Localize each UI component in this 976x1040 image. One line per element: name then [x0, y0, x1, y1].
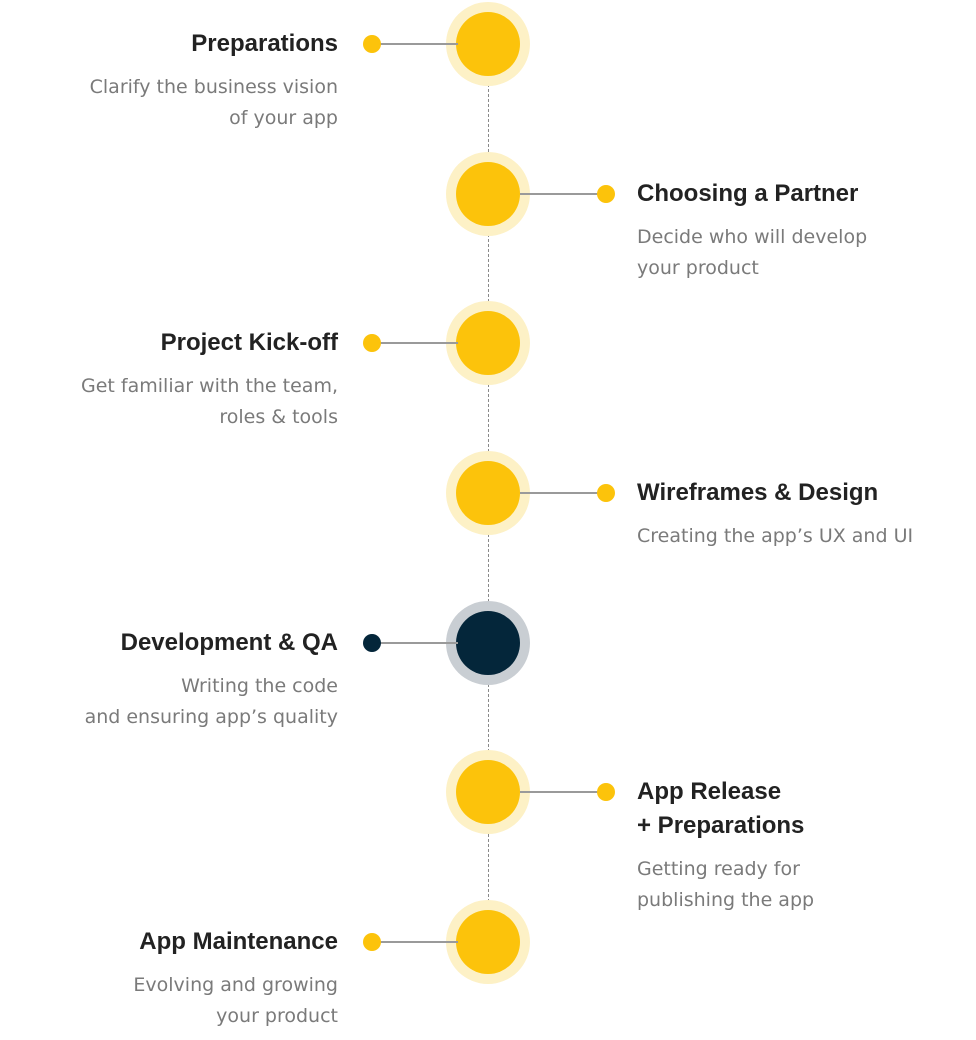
step-node: [456, 162, 520, 226]
step-description-line: and ensuring app’s quality: [84, 706, 338, 728]
step-title-line: + Preparations: [637, 812, 805, 839]
step-text: Choosing a Partner Decide who will devel…: [637, 177, 867, 284]
step-title-line: App Maintenance: [139, 928, 338, 955]
step-description-line: roles & tools: [219, 406, 338, 428]
step-dot: [597, 185, 615, 203]
step-connector: [520, 492, 608, 494]
step-title-line: Preparations: [191, 30, 338, 57]
step-node: [456, 311, 520, 375]
step-connector: [520, 791, 608, 793]
step-connector: [372, 342, 458, 344]
step-text: App Release + Preparations Getting ready…: [637, 775, 814, 916]
step-description-line: of your app: [229, 107, 338, 129]
step-connector: [372, 941, 458, 943]
step-title: Project Kick-off: [81, 326, 338, 360]
step-title-line: Wireframes & Design: [637, 479, 879, 506]
step-description-line: Clarify the business vision: [89, 76, 338, 98]
step-description-line: Writing the code: [181, 675, 338, 697]
step-description-line: Get familiar with the team,: [81, 375, 338, 397]
step-text: Wireframes & Design Creating the app’s U…: [637, 476, 913, 552]
step-description-line: Creating the app’s UX and UI: [637, 525, 914, 547]
step-title: App Maintenance: [133, 925, 338, 959]
step-description-line: Decide who will develop: [637, 226, 868, 248]
step-connector: [372, 642, 458, 644]
step-description: Clarify the business vision of your app: [90, 72, 338, 134]
step-description: Getting ready for publishing the app: [637, 854, 814, 916]
step-description-line: Evolving and growing: [133, 974, 338, 996]
step-node: [456, 760, 520, 824]
step-description-line: your product: [637, 257, 759, 279]
step-node: [456, 12, 520, 76]
step-description: Decide who will develop your product: [637, 222, 867, 284]
step-node: [456, 611, 520, 675]
step-title: Preparations: [90, 27, 338, 61]
step-text: Development & QA Writing the code and en…: [85, 626, 338, 733]
step-description: Evolving and growing your product: [133, 970, 338, 1032]
step-node: [456, 461, 520, 525]
step-dot: [597, 783, 615, 801]
step-dot: [363, 933, 381, 951]
step-title: Choosing a Partner: [637, 177, 867, 211]
step-text: Preparations Clarify the business vision…: [90, 27, 338, 134]
step-dot: [363, 334, 381, 352]
step-title: Wireframes & Design: [637, 476, 913, 510]
step-connector: [372, 43, 458, 45]
step-title-line: Choosing a Partner: [637, 180, 859, 207]
step-title: App Release + Preparations: [637, 775, 814, 843]
step-dot: [363, 634, 381, 652]
step-node: [456, 910, 520, 974]
step-dot: [363, 35, 381, 53]
step-connector: [520, 193, 608, 195]
step-text: App Maintenance Evolving and growing you…: [133, 925, 338, 1032]
step-title-line: Project Kick-off: [160, 329, 338, 356]
step-description-line: your product: [216, 1005, 338, 1027]
step-description: Creating the app’s UX and UI: [637, 521, 913, 552]
step-dot: [597, 484, 615, 502]
step-title-line: App Release: [637, 778, 782, 805]
step-title: Development & QA: [85, 626, 338, 660]
step-description-line: Getting ready for: [637, 858, 800, 880]
step-description: Writing the code and ensuring app’s qual…: [85, 671, 338, 733]
step-title-line: Development & QA: [120, 629, 338, 656]
step-description: Get familiar with the team, roles & tool…: [81, 371, 338, 433]
step-text: Project Kick-off Get familiar with the t…: [81, 326, 338, 433]
step-description-line: publishing the app: [637, 889, 815, 911]
